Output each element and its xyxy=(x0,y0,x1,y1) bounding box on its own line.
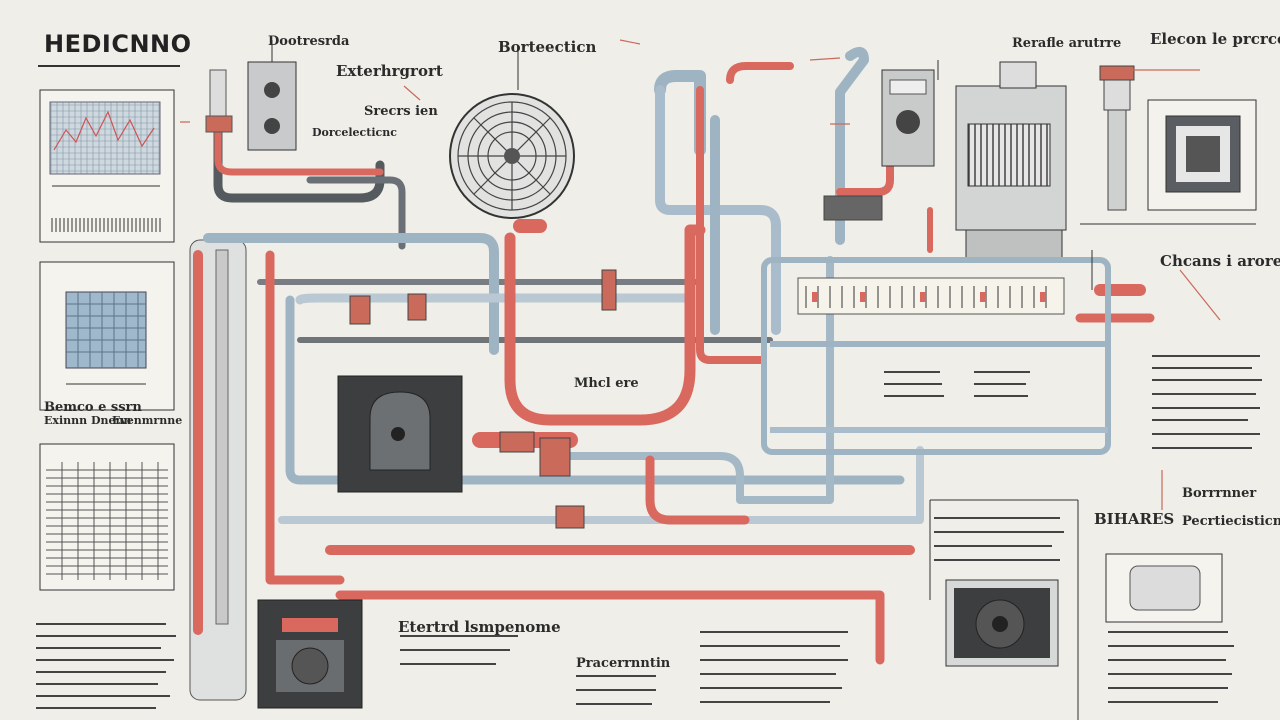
label-left-block-3: Evenmrnne xyxy=(112,414,183,427)
ac-unit xyxy=(955,61,1067,259)
right-text-lines xyxy=(1108,355,1262,703)
label-right-bottom-a: Borrrnner xyxy=(1182,486,1257,501)
label-right-mid: Chcans i arore xyxy=(1160,252,1280,270)
fan-icon xyxy=(449,93,575,219)
label-biharee: BIHARES xyxy=(1094,510,1175,528)
label-center-mid: Mhcl ere xyxy=(574,376,639,391)
circulator-pump xyxy=(945,579,1059,667)
label-left-block: Bemco e ssrn xyxy=(44,400,142,415)
meter-icon xyxy=(205,61,297,151)
pump-icon xyxy=(257,599,363,709)
page-title: HEDICNNO xyxy=(44,30,192,58)
label-mid-small-2: Dorcelecticnc xyxy=(312,126,397,139)
water-heater-tank xyxy=(189,239,247,701)
label-mid-small-1: Srecrs ien xyxy=(364,104,438,119)
left-panel-chart xyxy=(39,89,175,243)
left-panel-table xyxy=(39,443,175,591)
label-top-left-tag: Dootresrda xyxy=(268,34,350,49)
label-left-block-2: Exinnn Dnenn xyxy=(44,414,132,427)
label-top-right: Elecon le prcrce xyxy=(1150,30,1280,48)
valve-icon xyxy=(1099,65,1135,211)
valves xyxy=(349,195,883,529)
control-manifold xyxy=(761,257,1111,455)
label-bottom-tag: Pracerrnntin xyxy=(576,656,671,671)
label-bottom-center: Etertrd lsmpenome xyxy=(398,618,561,636)
boiler-icon xyxy=(337,375,463,493)
left-panel-solar xyxy=(39,261,175,411)
label-top-center-left: Exterhrgrort xyxy=(336,62,443,80)
left-text-lines xyxy=(36,623,176,709)
label-right-bottom-b: Pecrtiecisticn xyxy=(1182,514,1280,529)
label-top-right-mid: Rerafle arutrre xyxy=(1012,36,1122,51)
thermostat-icon xyxy=(881,69,935,167)
label-top-center: Borteecticn xyxy=(498,38,597,56)
